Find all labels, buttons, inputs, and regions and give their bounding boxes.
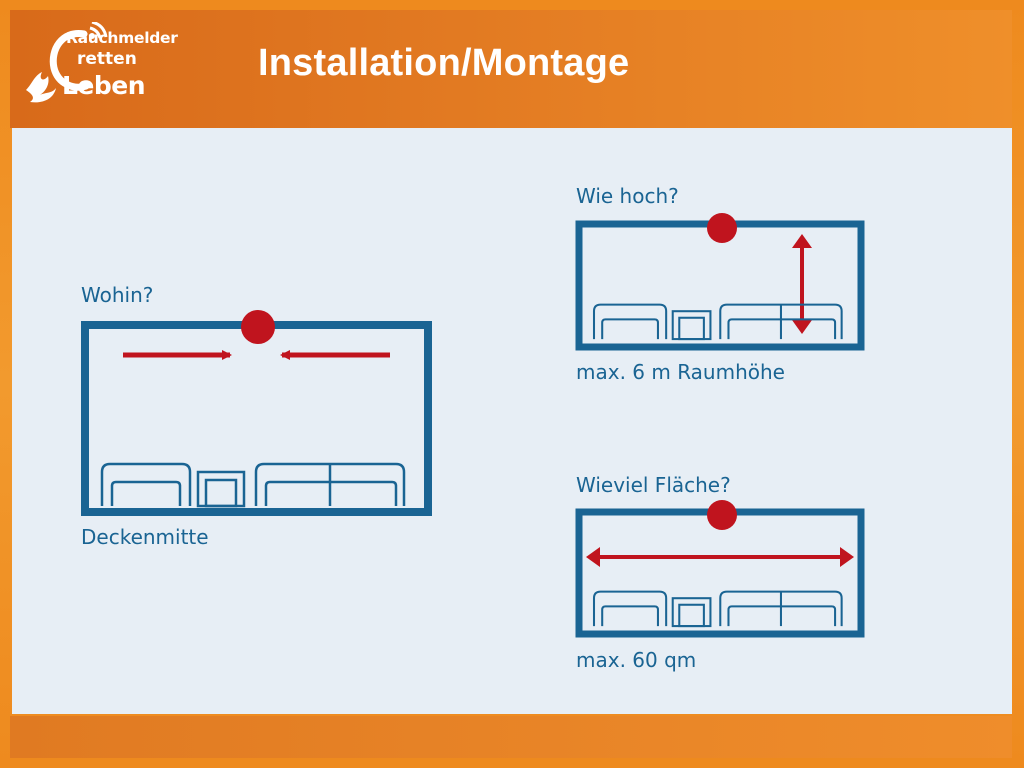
page-title: Installation/Montage (258, 42, 630, 84)
room-wohin (81, 310, 432, 516)
caption-deckenmitte: Deckenmitte (81, 525, 209, 549)
logo-mark-icon (26, 20, 108, 103)
logo-line-2: retten (77, 49, 137, 69)
heading-wohin: Wohin? (81, 283, 154, 307)
logo-line-1: Rauchmelder (66, 29, 178, 47)
caption-raumhoehe: max. 6 m Raumhöhe (576, 360, 785, 384)
room-hoehe (575, 213, 865, 351)
room-flaeche (575, 500, 865, 638)
heading-wieviel-flaeche: Wieviel Fläche? (576, 473, 731, 497)
logo-line-3: Leben (62, 71, 146, 100)
heading-wie-hoch: Wie hoch? (576, 184, 679, 208)
caption-flaeche: max. 60 qm (576, 648, 697, 672)
header-bar (10, 10, 1012, 128)
footer-bar (10, 716, 1012, 758)
logo: Rauchmelder retten Leben (22, 20, 182, 117)
